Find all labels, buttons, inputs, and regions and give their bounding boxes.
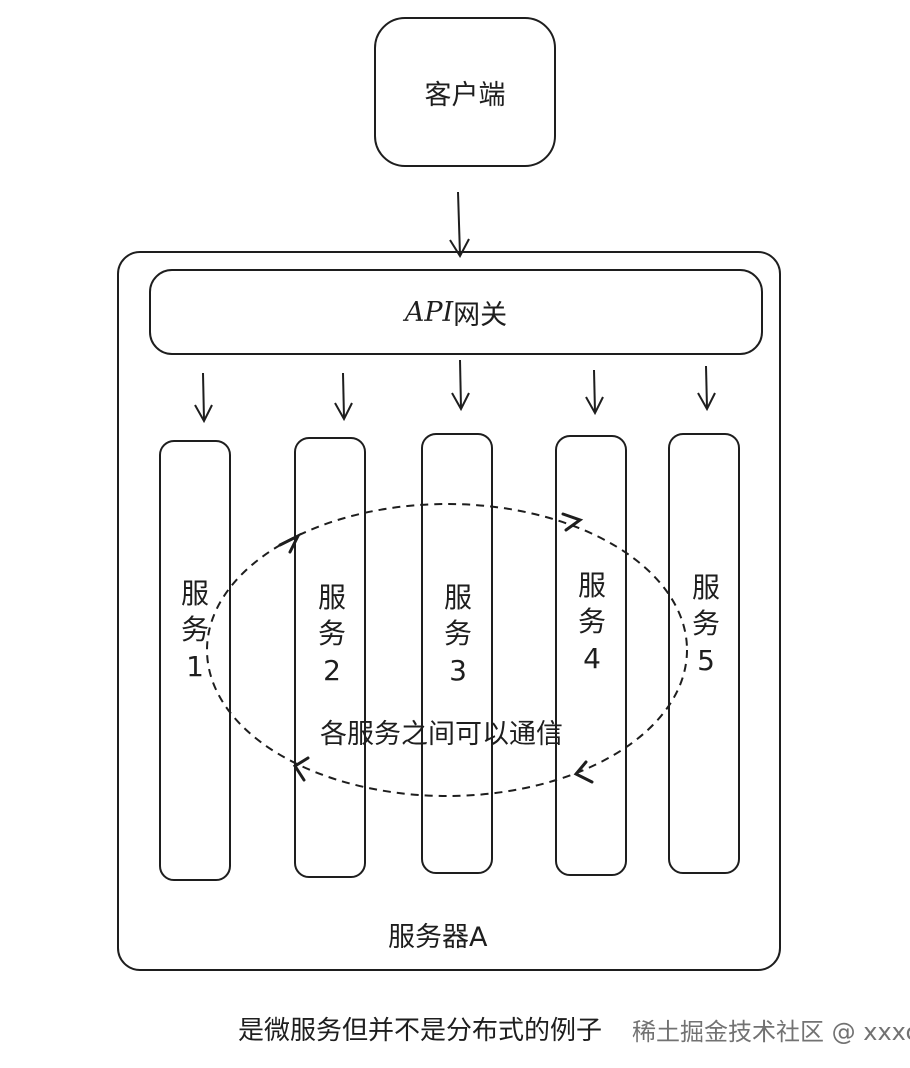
gateway-label-latin: API [404,296,454,328]
gateway-box [149,269,763,355]
service-2-label: 服 务 2 [317,581,346,687]
service-3-box [421,433,493,874]
gateway-to-service-5-arrow [697,365,716,412]
service-4-box [555,435,627,876]
figure-caption: 是微服务但并不是分布式的例子 [238,1016,603,1046]
ring-arrowhead-bottom-right [573,760,594,784]
client-label: 客户端 [424,79,506,111]
server-label: 服务器A [388,922,488,953]
service-3-label: 服 务 3 [443,581,472,687]
gateway-to-service-1-arrow [194,372,213,424]
gateway-label-cn: 网关 [453,299,508,331]
ring-arrowhead-top-left [278,532,302,554]
server-box [117,251,781,971]
ring-arrowhead-top-right [561,512,584,532]
service-2-box [294,437,366,878]
service-1-label: 服 务 1 [180,577,209,683]
gateway-to-service-2-arrow [334,372,353,422]
watermark: 稀土掘金技术社区 @ xxxcq [632,1018,910,1046]
service-4-label: 服 务 4 [577,569,606,675]
client-to-gateway-arrow [449,191,470,259]
gateway-to-service-4-arrow [585,369,604,416]
service-1-box [159,440,231,881]
communication-ring [206,503,688,797]
gateway-to-service-3-arrow [451,359,470,412]
client-box [374,17,556,167]
service-5-box [668,433,740,874]
ring-arrowhead-bottom-left [292,756,310,782]
communication-note: 各服务之间可以通信 [320,719,563,750]
service-5-label: 服 务 5 [691,571,720,677]
